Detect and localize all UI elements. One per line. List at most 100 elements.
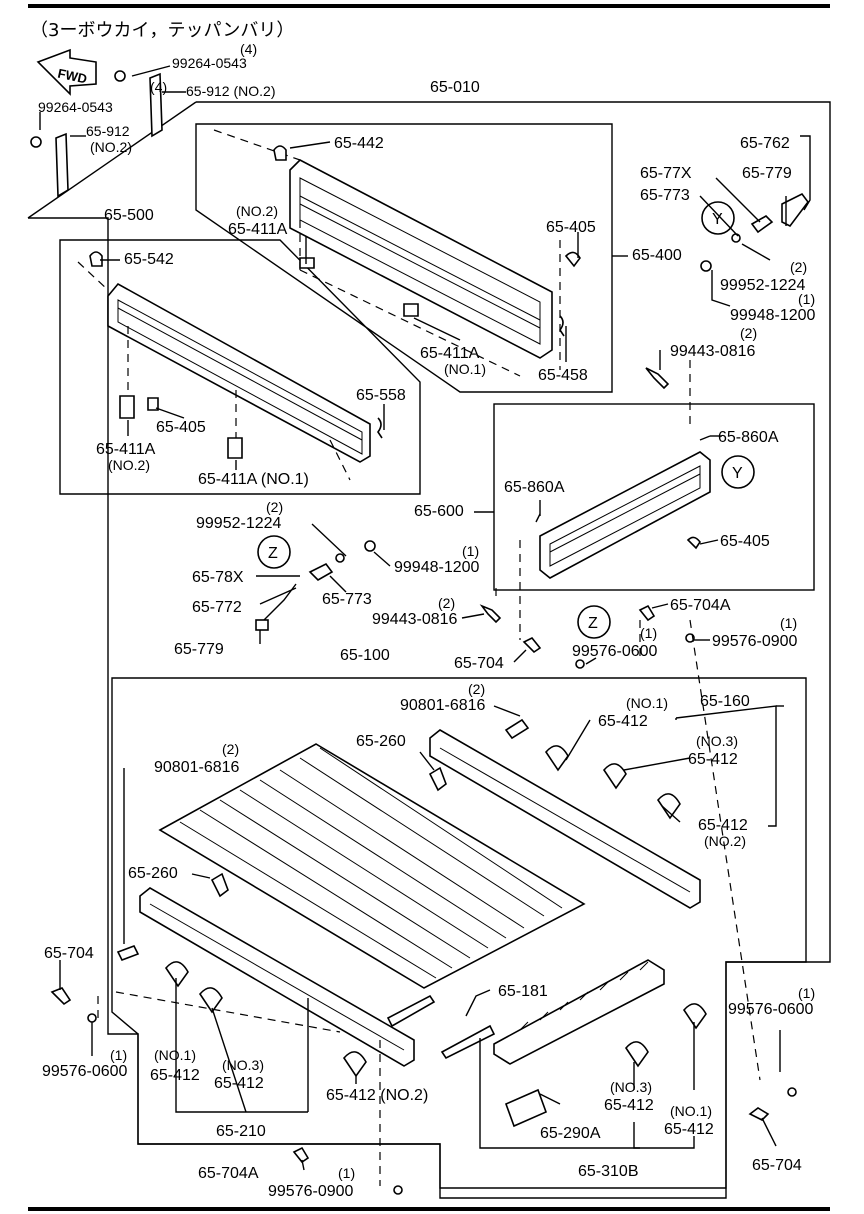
- box-65-500: [59, 239, 421, 495]
- label-65-412-h: 65-412: [664, 1121, 714, 1138]
- box-65-100: [111, 677, 807, 1189]
- label-65-411A-top-no: (NO.2): [236, 203, 278, 219]
- clip-65-411A-no2: [299, 257, 315, 269]
- label-99576-b: 99576-0600: [572, 643, 658, 660]
- bracket-65-412-no1-bl: [164, 961, 189, 988]
- label-90801-a: 90801-6816: [400, 697, 486, 714]
- part-labels: (4) 99264-0543 (4) 65-912 (NO.2) 65-010 …: [38, 41, 816, 1200]
- label-65-260-b: 65-260: [128, 865, 178, 882]
- label-99264-top: 99264-0543: [172, 55, 247, 71]
- label-65-010: 65-010: [430, 79, 480, 96]
- bracket-65-412-no1-br: [682, 1003, 707, 1030]
- bolt-99443-b: [479, 604, 502, 624]
- label-65-411A-mid: 65-411A: [420, 345, 480, 362]
- label-65-704A-b: 65-704A: [198, 1165, 259, 1182]
- label-65-405-b: 65-405: [156, 419, 206, 436]
- label-65-500: 65-500: [104, 207, 154, 224]
- label-65-412-d: 65-412: [150, 1067, 200, 1084]
- label-65-411A-mid-no: (NO.1): [444, 361, 486, 377]
- label-99576-e-qty: (1): [338, 1165, 355, 1181]
- label-99443-b: 99443-0816: [372, 611, 458, 628]
- label-65-860A-b: 65-860A: [504, 479, 565, 496]
- label-65-762: 65-762: [740, 135, 790, 152]
- label-65-704-c: 65-704: [752, 1157, 802, 1174]
- label-99443-b-qty: (2): [438, 595, 455, 611]
- callout-z-right: Z: [577, 605, 611, 639]
- label-65-310B: 65-310B: [578, 1163, 639, 1180]
- clip-65-411A-no1: [403, 303, 419, 317]
- latch-65-762: [700, 192, 809, 272]
- label-65-412-b: 65-412: [688, 751, 738, 768]
- label-65-400: 65-400: [632, 247, 682, 264]
- label-65-100: 65-100: [340, 647, 390, 664]
- bracket-65-412-no3-br: [624, 1041, 649, 1068]
- label-65-412-no3-br: (NO.3): [610, 1079, 652, 1095]
- label-65-412-c: 65-412: [698, 817, 748, 834]
- label-65-412-no3-top: (NO.3): [696, 733, 738, 749]
- bolt-90801-b: [116, 944, 140, 962]
- clip-65-411A-l2: [119, 395, 135, 419]
- hook-65-260-b: [210, 872, 229, 898]
- bolt-90801-a: [504, 718, 530, 740]
- label-99948-b-qty: (1): [462, 543, 479, 559]
- fwd-label: FWD: [56, 66, 88, 87]
- clip-65-442: [273, 145, 287, 161]
- label-99576-c: 99576-0600: [728, 1001, 814, 1018]
- nut-99576-e: [393, 1185, 403, 1195]
- box-65-400: [195, 123, 613, 393]
- bolt-65-704A-b: [292, 1146, 310, 1164]
- latch-65-78X: [255, 540, 376, 631]
- bolt-99443-a: [645, 367, 670, 390]
- label-65-77X: 65-77X: [640, 165, 692, 182]
- callout-z-left: Z: [257, 535, 291, 569]
- bracket-65-412-no3-top: [602, 763, 627, 790]
- box-65-600: [493, 403, 815, 591]
- label-99576-c-qty: (1): [798, 985, 815, 1001]
- label-65-411A-l2: 65-411A: [96, 441, 156, 458]
- label-90801-b-qty: (2): [222, 741, 239, 757]
- label-65-772: 65-772: [192, 599, 242, 616]
- pin-65-458: [559, 315, 565, 337]
- label-99443-a-qty: (2): [740, 325, 757, 341]
- guide-lines: [97, 360, 761, 1186]
- bolt-65-704-c: [748, 1107, 770, 1121]
- label-65-412-a: 65-412: [598, 713, 648, 730]
- label-65-405-c: 65-405: [720, 533, 770, 550]
- label-65-412-no3-bl: (NO.3): [222, 1057, 264, 1073]
- bolt-65-704A-a: [638, 604, 656, 622]
- bracket-65-412-no3-bl: [198, 987, 223, 1014]
- label-65-412-g: 65-412: [604, 1097, 654, 1114]
- label-65-411A-l2-no: (NO.2): [108, 457, 150, 473]
- label-99952-b-qty: (2): [266, 499, 283, 515]
- clip-65-405-mid: [147, 397, 159, 411]
- bracket-65-912-left: [55, 132, 69, 198]
- cross-member-65-160: [429, 729, 701, 909]
- plate-65-290A: [504, 1088, 548, 1128]
- callout-y-lower: Y: [721, 455, 755, 489]
- label-65-542: 65-542: [124, 251, 174, 268]
- clip-65-405-right: [686, 536, 701, 550]
- label-65-405-a: 65-405: [546, 219, 596, 236]
- label-65-704-a: 65-704: [454, 655, 504, 672]
- nut-99576-c: [87, 1013, 97, 1023]
- callout-y-lower-text: Y: [732, 465, 743, 482]
- label-65-412-no1-top: (NO.1): [626, 695, 668, 711]
- cross-member-65-310B: [493, 959, 665, 1065]
- label-65-600: 65-600: [414, 503, 464, 520]
- callout-z-left-text: Z: [268, 545, 278, 562]
- label-99948-a-qty: (1): [798, 291, 815, 307]
- bed-floor-panel: [158, 743, 586, 989]
- diagram-title: （3ーボウカイ，テッパンバリ）: [30, 20, 294, 41]
- callout-y-upper: Y: [701, 201, 735, 235]
- clip-65-405-top: [564, 251, 581, 268]
- label-65-773-b: 65-773: [322, 591, 372, 608]
- bolt-99264-top: [114, 70, 126, 82]
- label-65-411A-l1: 65-411A (NO.1): [198, 471, 309, 488]
- fwd-arrow-icon: FWD: [36, 48, 97, 96]
- outline-diagonal: [27, 101, 197, 219]
- bracket-65-412-no2-top: [656, 793, 681, 820]
- label-65-704A-a: 65-704A: [670, 597, 731, 614]
- label-90801-a-qty: (2): [468, 681, 485, 697]
- label-65-442: 65-442: [334, 135, 384, 152]
- label-65-412-no1-bl: (NO.1): [154, 1047, 196, 1063]
